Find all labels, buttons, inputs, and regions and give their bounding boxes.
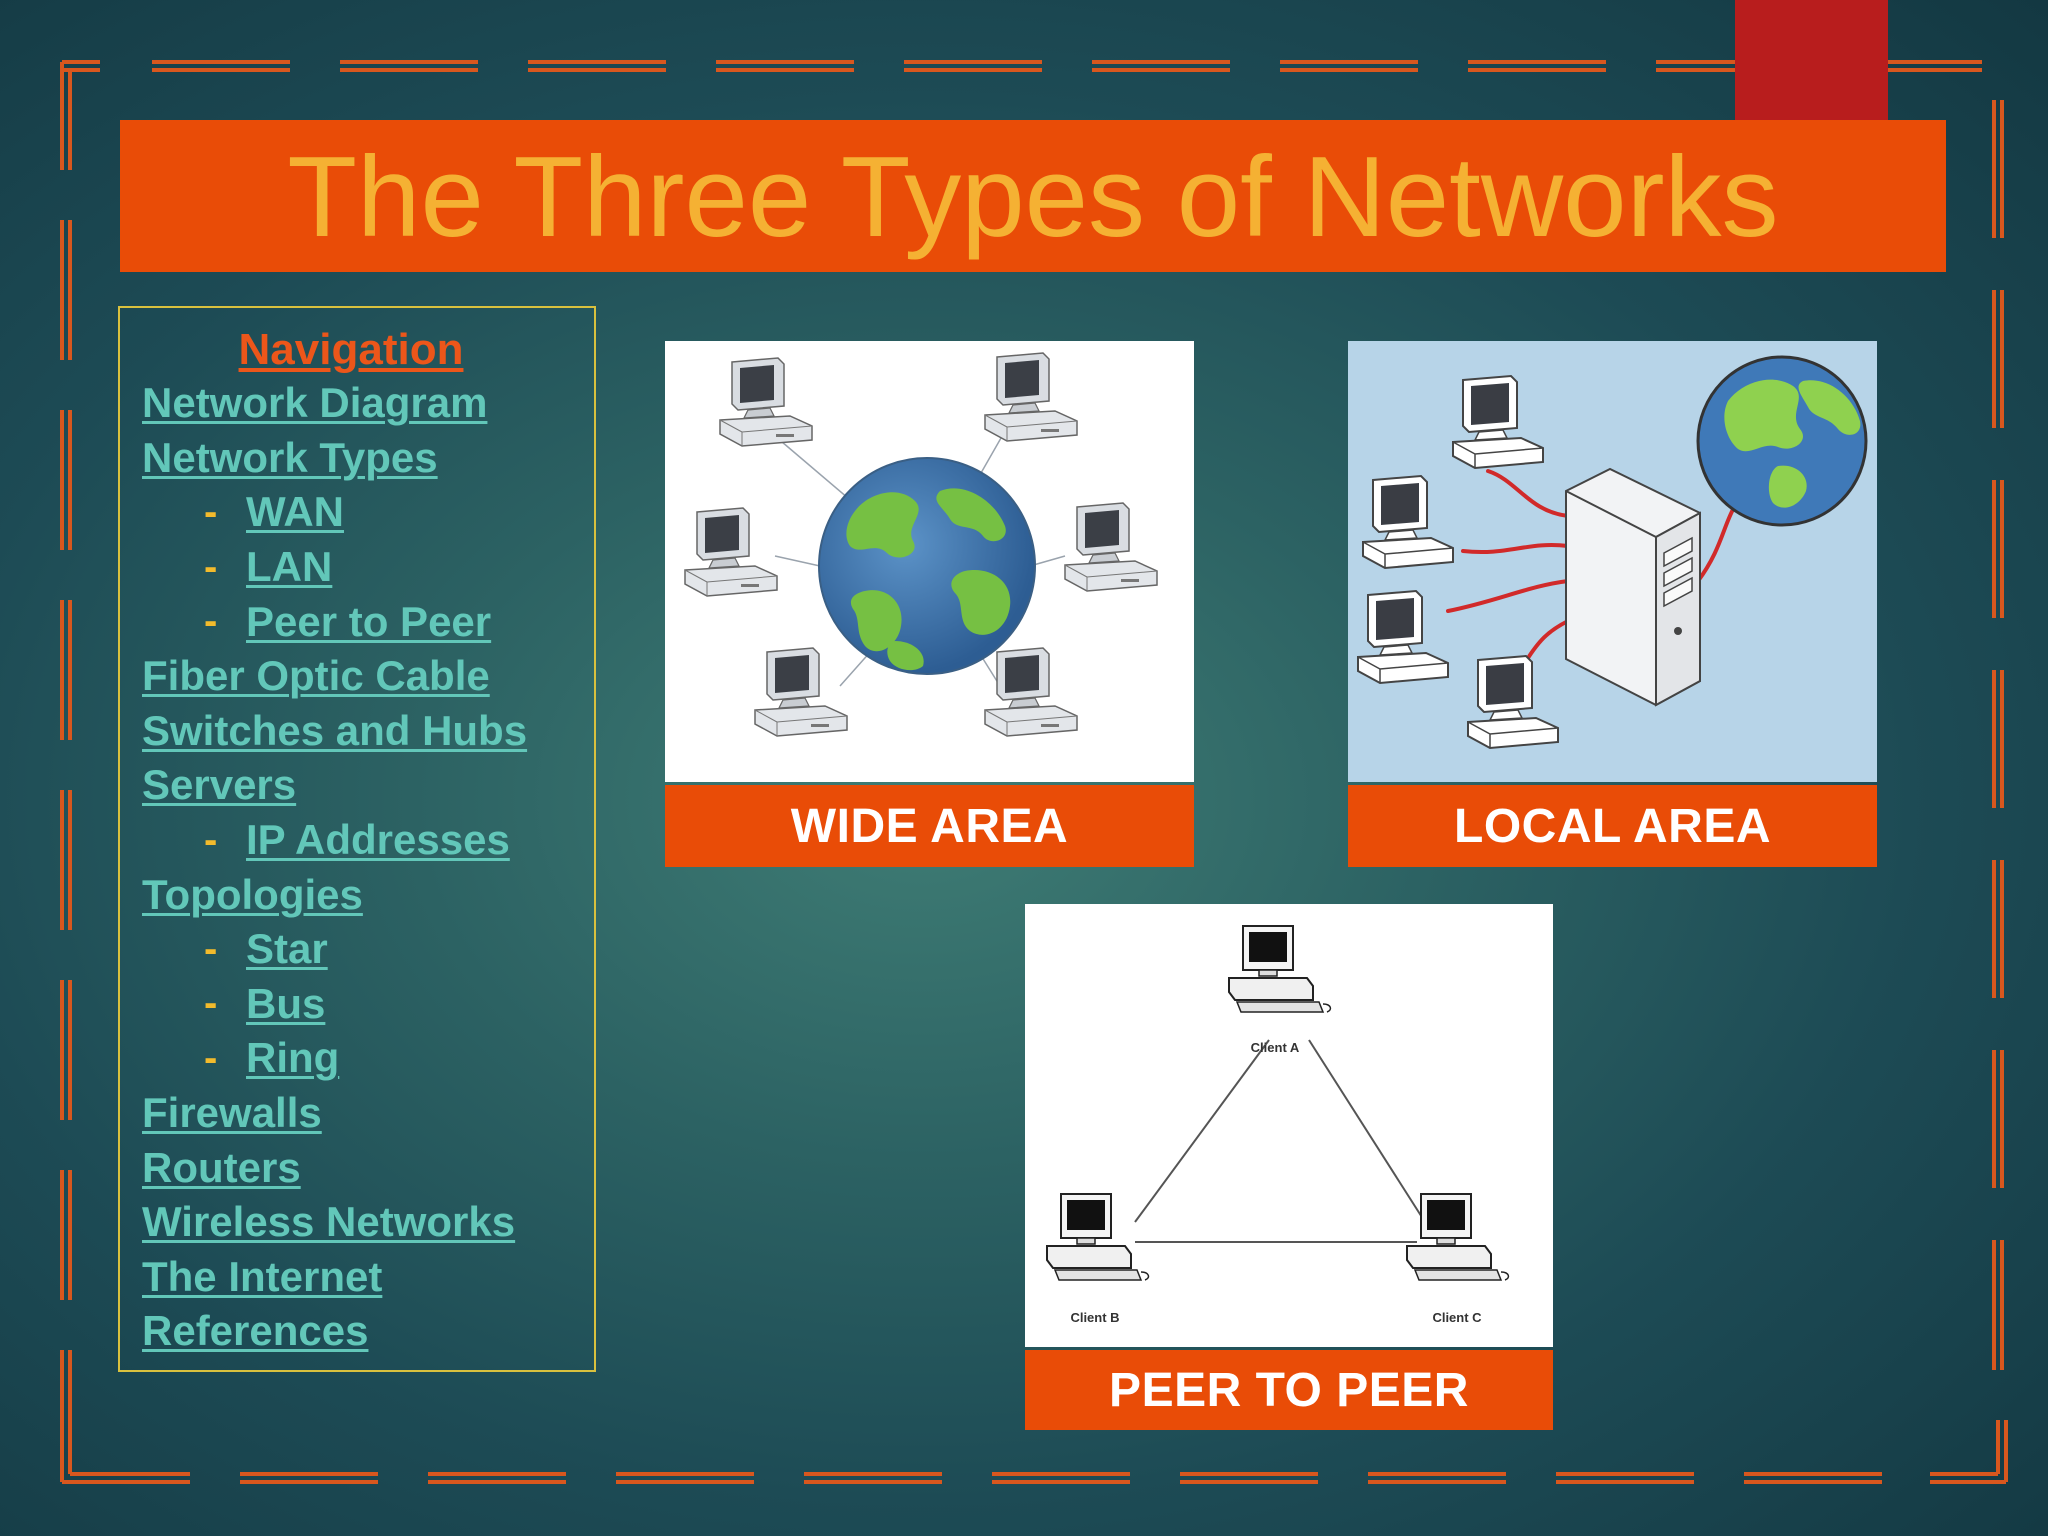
nav-item: -WAN <box>142 485 594 540</box>
wide-area-card: WIDE AREA <box>665 341 1194 867</box>
nav-item: -LAN <box>142 540 594 595</box>
title-bar: The Three Types of Networks <box>120 120 1946 272</box>
nav-item: -Peer to Peer <box>142 594 594 649</box>
nav-link[interactable]: Servers <box>142 761 297 809</box>
nav-item: Servers <box>142 758 594 813</box>
nav-link[interactable]: Wireless Networks <box>142 1198 516 1246</box>
nav-link[interactable]: WAN <box>246 488 344 536</box>
desktop-computer-icon <box>1046 925 1510 1281</box>
nav-item: Firewalls <box>142 1086 594 1141</box>
peer-to-peer-image: Client A Client B Client C <box>1025 904 1553 1347</box>
nav-item: Wireless Networks <box>142 1195 594 1250</box>
local-area-card: LOCAL AREA <box>1348 341 1877 867</box>
nav-link[interactable]: Network Diagram <box>142 379 488 427</box>
nav-link[interactable]: Ring <box>246 1034 340 1082</box>
nav-item: Network Diagram <box>142 376 594 431</box>
nav-bullet-dash: - <box>204 1035 218 1080</box>
nav-item: Network Types <box>142 431 594 486</box>
page-title: The Three Types of Networks <box>287 134 1779 261</box>
nav-link[interactable]: Topologies <box>142 870 363 918</box>
nav-item: Topologies <box>142 867 594 922</box>
nav-link[interactable]: Star <box>246 925 328 973</box>
nav-link[interactable]: Bus <box>246 979 326 1027</box>
nav-link[interactable]: Routers <box>142 1143 301 1191</box>
nav-item: -Bus <box>142 977 594 1032</box>
nav-link[interactable]: References <box>142 1307 369 1355</box>
local-area-image <box>1348 341 1877 782</box>
earth-globe-icon <box>818 457 1036 675</box>
nav-link[interactable]: IP Addresses <box>246 816 510 864</box>
peer-to-peer-card: Client A Client B Client C PEER TO PEER <box>1025 904 1553 1430</box>
nav-link[interactable]: Network Types <box>142 433 438 481</box>
wide-area-image <box>665 341 1194 782</box>
nav-item: Fiber Optic Cable <box>142 649 594 704</box>
nav-item: -IP Addresses <box>142 813 594 868</box>
nav-bullet-dash: - <box>204 544 218 589</box>
nav-link[interactable]: Firewalls <box>142 1089 322 1137</box>
local-area-label: LOCAL AREA <box>1348 785 1877 867</box>
client-b-label: Client B <box>1070 1310 1119 1325</box>
client-a-label: Client A <box>1251 1040 1300 1055</box>
nav-item: References <box>142 1304 594 1359</box>
nav-link[interactable]: LAN <box>246 543 333 591</box>
nav-item: -Star <box>142 922 594 977</box>
earth-globe-icon <box>1696 355 1868 527</box>
nav-bullet-dash: - <box>204 981 218 1026</box>
nav-item: -Ring <box>142 1031 594 1086</box>
p2p-illustration: Client A Client B Client C <box>1046 925 1510 1325</box>
nav-link[interactable]: Peer to Peer <box>246 597 492 645</box>
nav-bullet-dash: - <box>204 817 218 862</box>
nav-link[interactable]: The Internet <box>142 1252 383 1300</box>
client-c-label: Client C <box>1432 1310 1482 1325</box>
nav-item: Routers <box>142 1140 594 1195</box>
server-tower-icon <box>1565 467 1701 707</box>
desktop-computer-icon <box>1357 375 1559 749</box>
nav-bullet-dash: - <box>204 926 218 971</box>
nav-link[interactable]: Switches and Hubs <box>142 706 528 754</box>
nav-bullet-dash: - <box>204 489 218 534</box>
nav-item: Switches and Hubs <box>142 704 594 759</box>
lan-illustration <box>1357 355 1868 749</box>
red-corner-tab <box>1735 0 1888 120</box>
nav-link[interactable]: Fiber Optic Cable <box>142 652 490 700</box>
wan-illustration <box>684 352 1158 737</box>
nav-item: The Internet <box>142 1250 594 1305</box>
nav-bullet-dash: - <box>204 599 218 644</box>
wide-area-label: WIDE AREA <box>665 785 1194 867</box>
peer-to-peer-label: PEER TO PEER <box>1025 1350 1553 1430</box>
navigation-heading-link[interactable]: Navigation <box>238 325 464 374</box>
